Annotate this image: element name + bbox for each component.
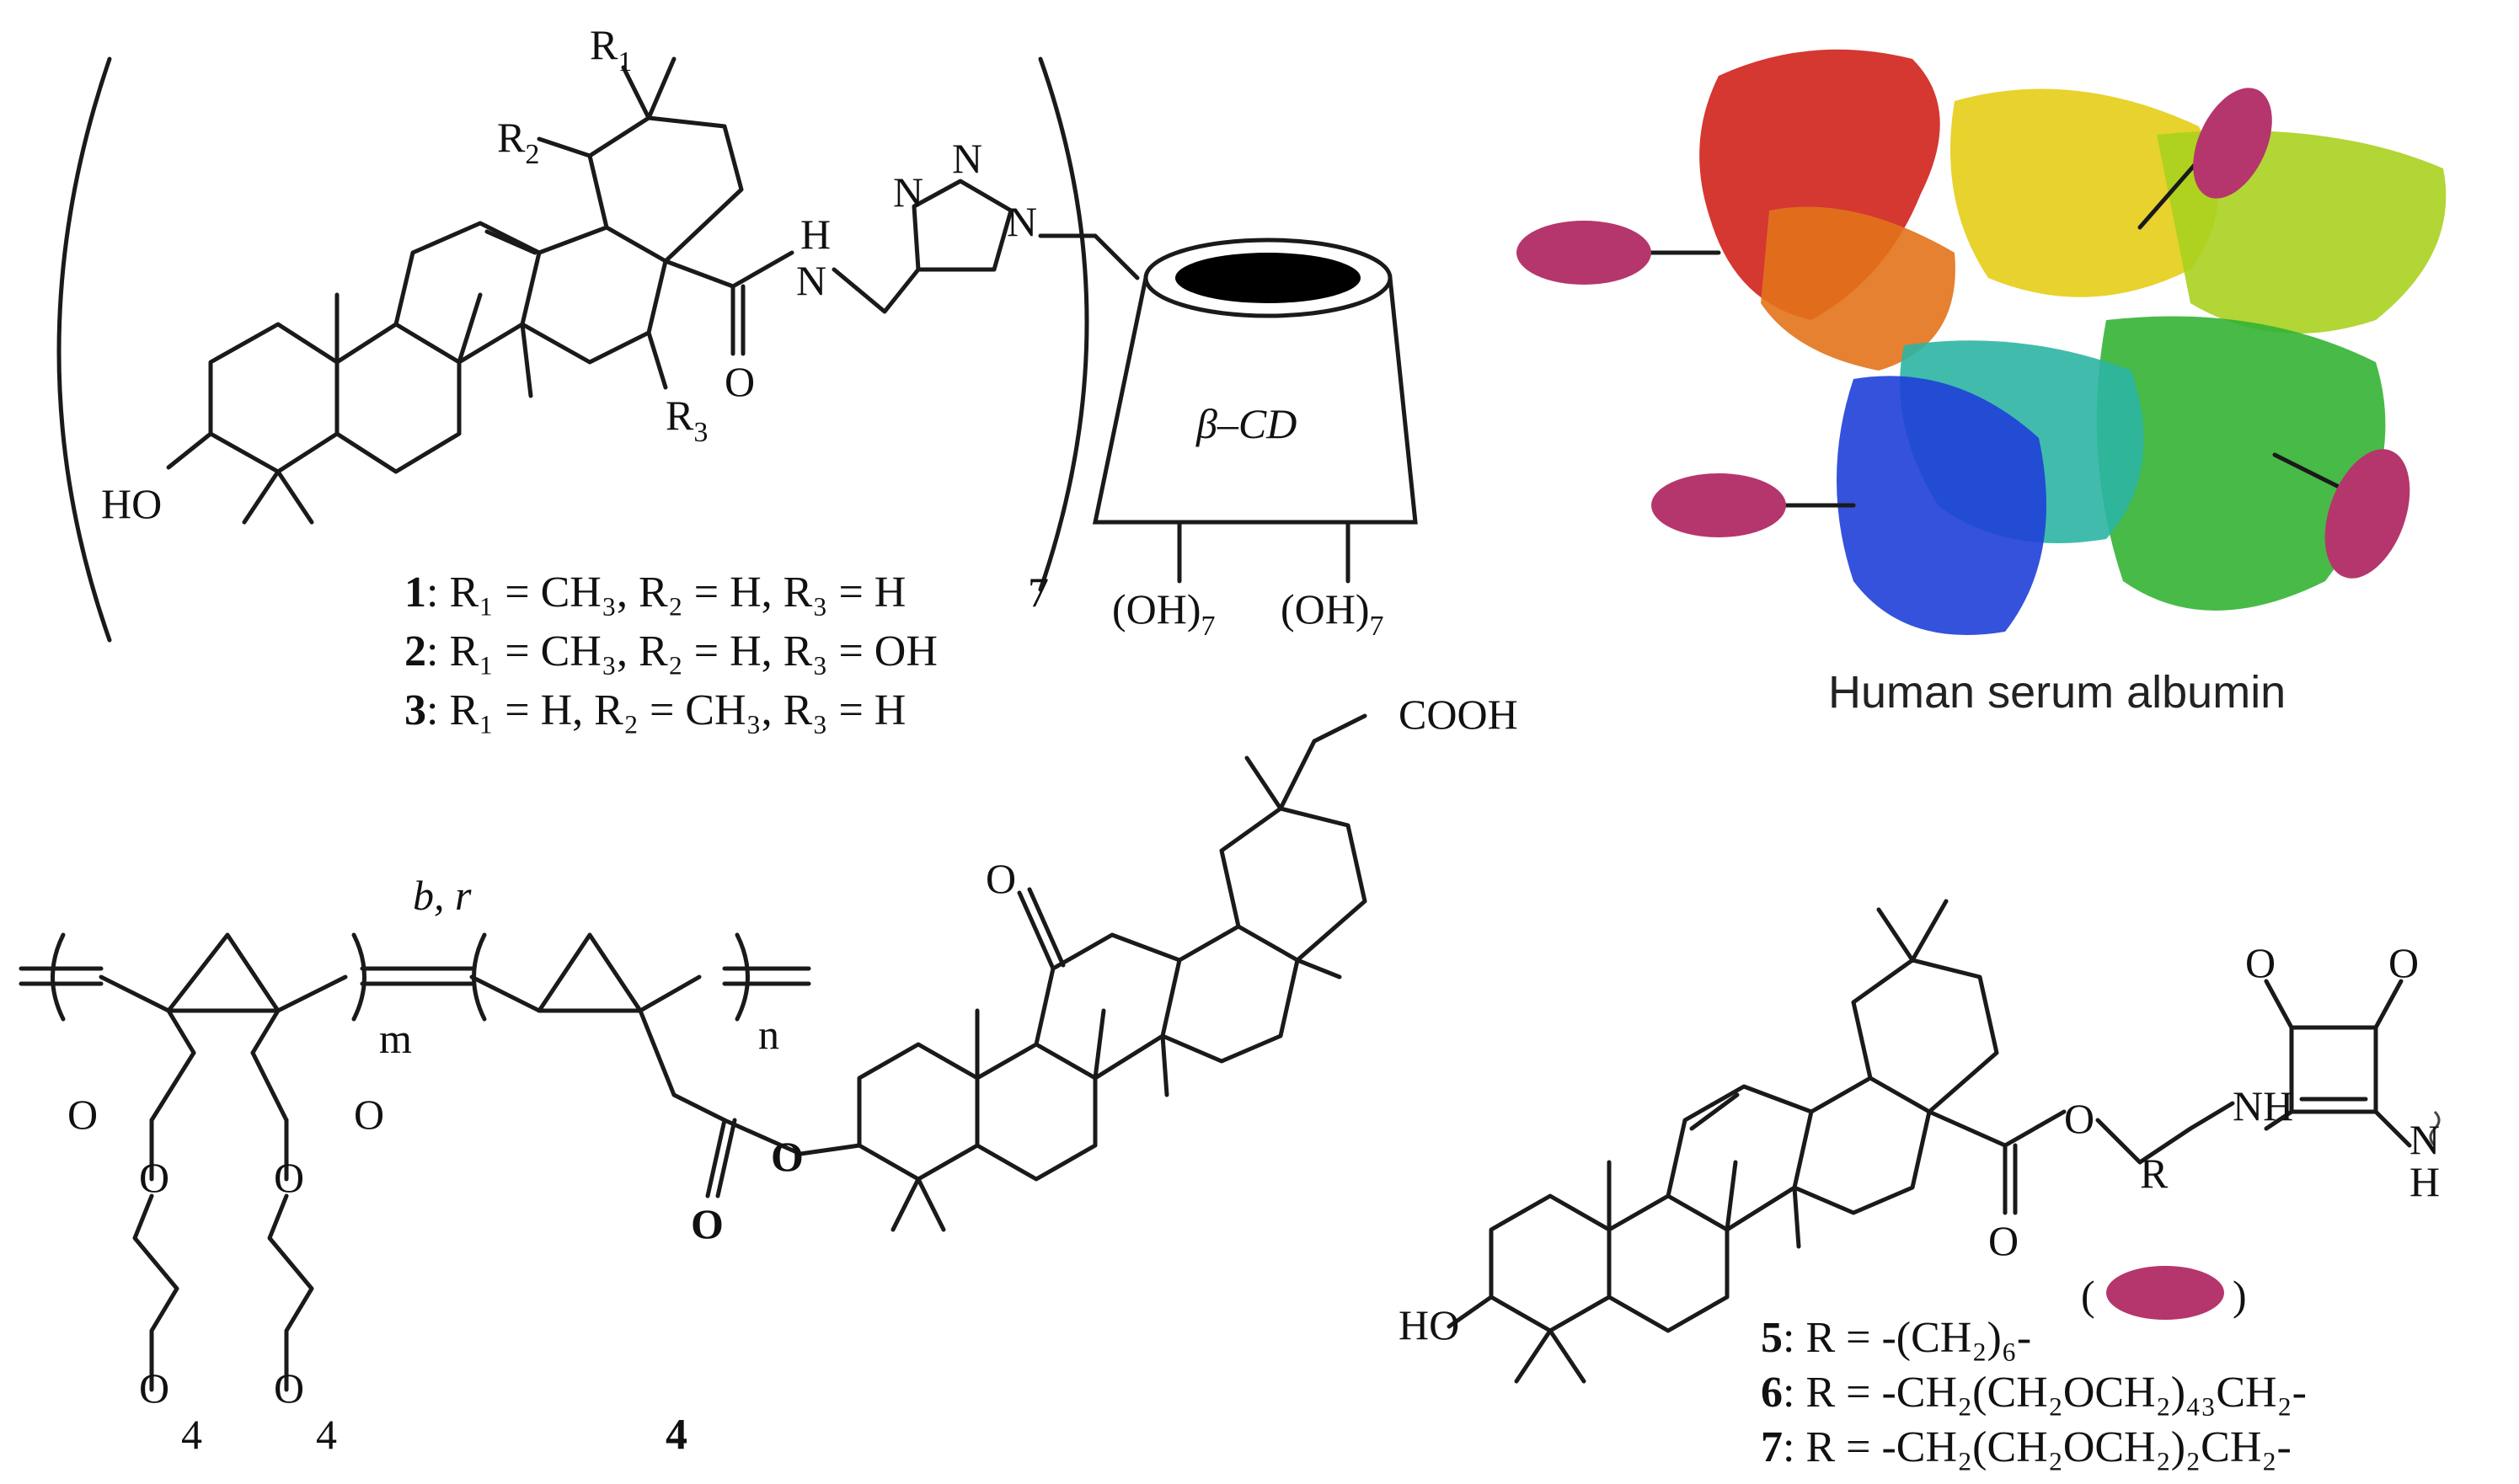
polymer-ring-a [857,1042,980,1182]
svg-text:HO: HO [1399,1301,1459,1348]
svg-text:4: 4 [181,1411,202,1458]
svg-text:O: O [1988,1217,2019,1264]
svg-text:O: O [354,1091,384,1138]
svg-text:O: O [986,855,1016,902]
squaramide-structure: O O O O R NH N H HO ( ) 5: R = -(CH₂)₆- … [1399,899,2441,1471]
svg-text:m: m [379,1015,412,1062]
ring-a [208,322,340,474]
polymer-structure: COOH O b, r m n O O O O O O O O 4 4 4 [19,691,1518,1459]
ring-c [393,221,542,365]
ellipse-marker-bottom-left [1651,473,1786,537]
ester-ring-a [1489,1193,1612,1333]
hydroxyl-label: HO [101,480,162,527]
ellipse-marker-right [2324,449,2410,579]
compound-5-label: 5: R = -(CH₂)₆- [1761,1314,2031,1362]
svg-text:): ) [2233,1272,2247,1319]
svg-text:O: O [139,1154,169,1201]
svg-text:O: O [139,1364,169,1412]
svg-text:R: R [2140,1150,2169,1197]
svg-text:N: N [2409,1116,2440,1163]
repeat-count: 7 [1028,569,1049,616]
svg-text:N: N [796,257,826,304]
ring-d [520,225,668,365]
cooh-label: COOH [1399,691,1518,738]
ellipse-marker-legend [2106,1266,2224,1320]
svg-text:NH: NH [2233,1082,2293,1129]
svg-text:H: H [2409,1158,2440,1205]
svg-text:(OH)7: (OH)7 [1281,585,1384,642]
svg-text:R1: R1 [590,21,632,77]
domain-blue [1837,376,2046,635]
cd-cavity [1175,253,1361,303]
svg-text:n: n [758,1011,779,1058]
svg-text:(: ( [2081,1272,2095,1319]
triazole-ring [912,179,1013,272]
compound-1-label: 1: R₁ = CH₃, R₂ = H, R₃ = H [404,569,906,617]
svg-text:O: O [2388,939,2419,986]
block-random-label: b, r [413,872,472,919]
cd-conjugate-structure: R1 R2 R3 HO H N O N N N 7 β–CD (OH)7 (OH… [56,21,1418,734]
svg-text:O: O [67,1091,98,1138]
svg-text:O: O [2245,939,2276,986]
beta-cd-label: β–CD [1195,400,1297,447]
svg-text:N: N [952,135,982,182]
svg-text:N: N [1007,198,1037,245]
domain-yellow [1950,88,2218,297]
ring-e [587,115,744,264]
compound-7-label: 7: R = -CH₂(CH₂OCH₂)₂CH₂- [1761,1423,2292,1471]
ellipse-marker-left [1516,221,1651,285]
compound-3-label: 3: R₁ = H, R₂ = CH₃, R₃ = H [404,686,906,734]
svg-text:R3: R3 [666,392,708,448]
albumin-caption: Human serum albumin [1828,667,2286,718]
svg-text:(OH)7: (OH)7 [1112,585,1216,642]
svg-text:4: 4 [316,1411,337,1458]
svg-text:O: O [691,1200,724,1247]
svg-text:R2: R2 [497,114,539,170]
svg-text:O: O [274,1364,304,1412]
ring-b [334,322,462,474]
svg-text:H: H [800,211,831,258]
compound-6-label: 6: R = -CH₂(CH₂OCH₂)₄₃CH₂- [1761,1369,2307,1417]
svg-text:O: O [274,1154,304,1201]
ellipse-marker-top [2193,88,2272,199]
svg-text:O: O [771,1133,804,1180]
svg-text:O: O [2064,1095,2094,1142]
svg-text:N: N [893,168,923,216]
domain-orange [1761,206,1955,371]
right-bracket [1038,56,1089,592]
compound-2-label: 2: R₁ = CH₃, R₂ = H, R₃ = OH [404,627,938,675]
svg-text:O: O [725,358,755,405]
domain-green [2096,316,2386,611]
albumin-illustration: Human serum albumin [1516,49,2447,718]
compound-4-label: 4 [666,1411,687,1459]
left-bracket [56,56,112,643]
